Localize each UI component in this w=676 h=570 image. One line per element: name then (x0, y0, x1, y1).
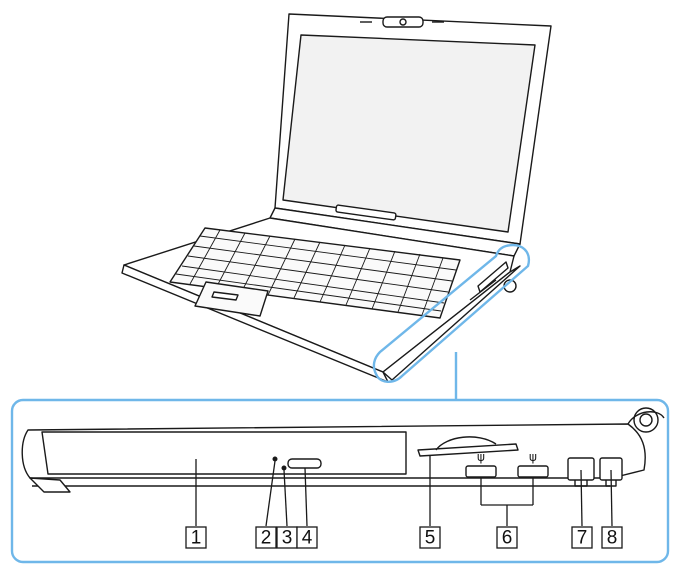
eject-button (287, 458, 322, 469)
manual-eject-hole (281, 465, 287, 471)
callout-6: 6 (496, 526, 518, 549)
callout-5-label: 5 (425, 528, 436, 549)
usb-icon-2: ψ (529, 450, 537, 464)
callout-3: 3 (276, 526, 298, 549)
side-view: ψ ψ (21, 407, 665, 493)
detail-panel (10, 398, 670, 564)
memory-stick-slot (417, 443, 519, 457)
usb-port-1 (465, 465, 497, 478)
callout-4: 4 (296, 526, 318, 549)
callout-2-label: 2 (261, 528, 272, 549)
optical-drive (41, 431, 407, 475)
callout-7: 7 (571, 526, 593, 549)
callout-4-label: 4 (302, 528, 313, 549)
usb-icon-1: ψ (477, 450, 485, 464)
callout-3-label: 3 (282, 528, 293, 549)
overview-highlight (372, 243, 531, 383)
laptop-illustration (121, 13, 552, 383)
callout-7-label: 7 (577, 528, 588, 549)
callout-1: 1 (185, 526, 207, 549)
callout-8-label: 8 (607, 528, 618, 549)
callout-6-label: 6 (502, 528, 513, 549)
keyboard (169, 227, 461, 319)
leader-lines (195, 456, 613, 527)
callout-8: 8 (601, 526, 623, 549)
laptop-screen (282, 34, 536, 233)
callout-1-label: 1 (191, 528, 202, 549)
drive-indicator (272, 456, 278, 462)
callout-5: 5 (419, 526, 441, 549)
callout-2: 2 (255, 526, 277, 549)
usb-port-2 (517, 465, 549, 478)
